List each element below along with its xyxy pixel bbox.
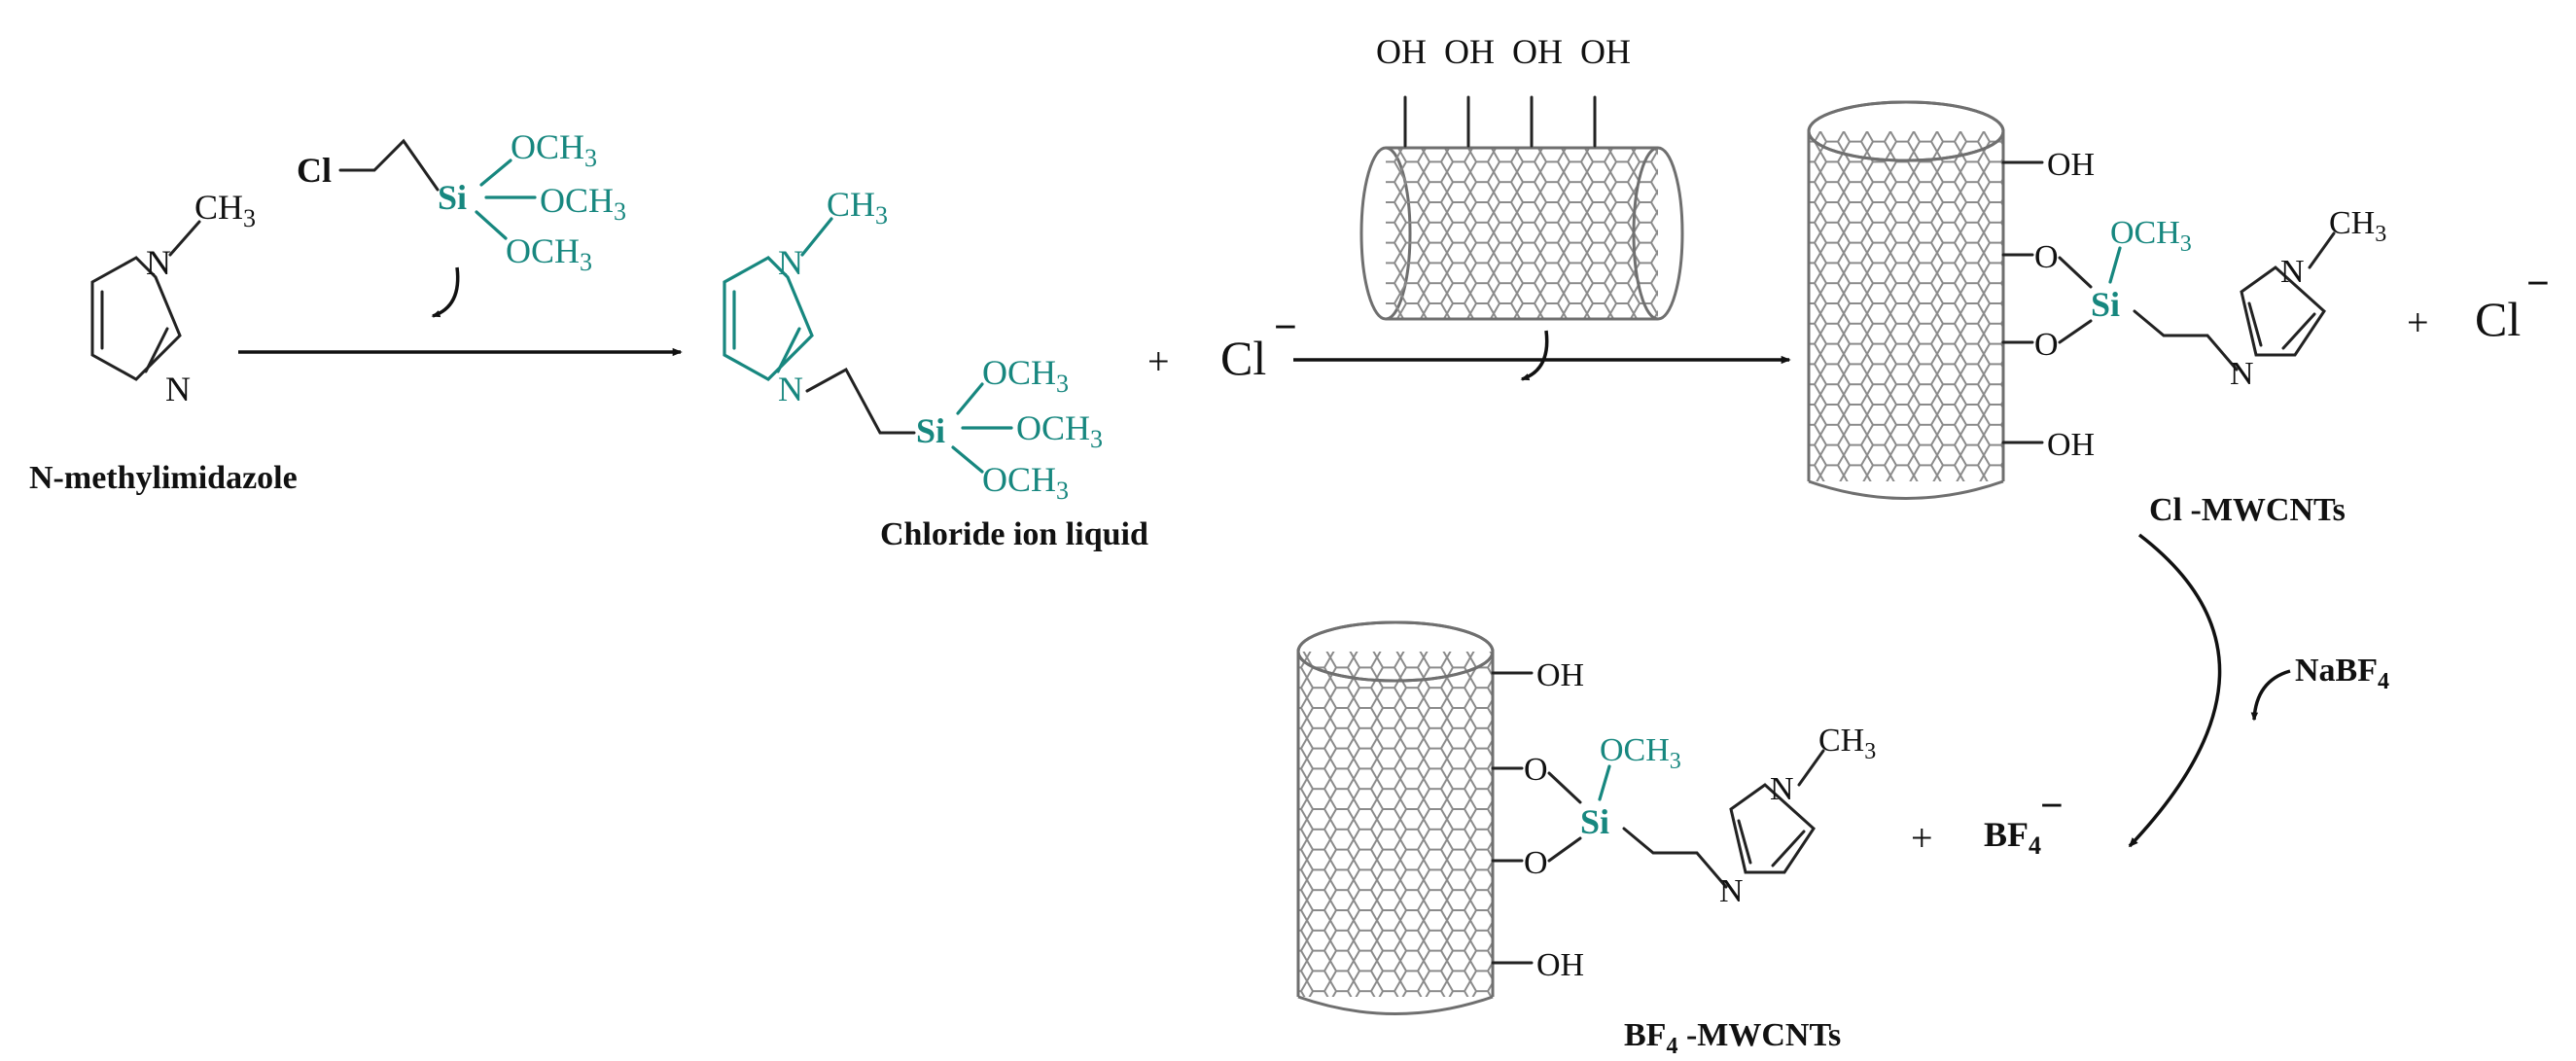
silicon-atom: Si: [438, 178, 467, 217]
hydroxyl-1: OH: [1376, 32, 1427, 71]
methoxy-top: OCH3: [982, 353, 1069, 398]
n1-atom: N: [2280, 254, 2305, 290]
n-methylimidazole-label: N-methylimidazole: [29, 460, 298, 496]
tetrafluoroborate-anion: BF4 −: [1984, 784, 2064, 860]
n3-atom: N: [778, 370, 803, 408]
svg-text:BF4: BF4: [1984, 815, 2041, 860]
silicon-atom: Si: [1580, 802, 1609, 841]
oxygen-link-2: O: [2034, 327, 2059, 363]
chloro-atom: Cl: [297, 151, 332, 190]
n-methylimidazole-molecule: N N CH3 N-methylimidazole: [29, 188, 298, 496]
chloride-anion-1: Cl −: [1220, 305, 1297, 385]
n1-atom: N: [1770, 771, 1794, 807]
nabf4-hook-arrow: [2250, 669, 2291, 722]
hydroxyl-top: OH: [1536, 657, 1584, 693]
hydroxyl-bottom: OH: [2047, 427, 2095, 463]
n3-atom: N: [1719, 873, 1744, 909]
methoxy-bottom: OCH3: [506, 231, 592, 276]
svg-text:Cl: Cl: [2475, 292, 2521, 346]
methyl-group: CH3: [194, 188, 256, 232]
cl-mwcnts-label: Cl -MWCNTs: [2149, 492, 2346, 528]
reagent-hook-arrow-2: [1520, 330, 1549, 381]
oxygen-link-1: O: [1524, 752, 1548, 788]
methoxy-top: OCH3: [511, 127, 597, 172]
silicon-atom: Si: [916, 411, 945, 450]
methyl-group: CH3: [827, 185, 888, 230]
hydroxyl-2: OH: [1444, 32, 1495, 71]
methoxy-middle: OCH3: [540, 181, 626, 226]
n1-atom: N: [146, 243, 171, 282]
methyl-group: CH3: [2329, 205, 2386, 247]
hydroxyl-top: OH: [2047, 147, 2095, 183]
plus-sign-1: +: [1147, 339, 1170, 383]
svg-text:−: −: [1274, 305, 1297, 350]
svg-text:−: −: [2040, 784, 2064, 829]
bf4-mwcnts-label: BF4 -MWCNTs: [1624, 1017, 1841, 1059]
plus-sign-3: +: [1911, 816, 1933, 860]
plus-sign-2: +: [2407, 301, 2429, 344]
silicon-atom: Si: [2091, 285, 2120, 324]
svg-text:Cl: Cl: [1220, 331, 1266, 385]
chloride-ion-liquid-molecule: N N CH3 Si OCH3 OCH3 OCH3 Chloride ion l…: [723, 185, 1148, 552]
exchange-arrow: [2128, 533, 2222, 848]
hydroxylated-mwcnt-horizontal: OH OH OH OH: [1359, 32, 1684, 321]
cl-mwcnts-structure: OH O O OH Si OCH3 N N CH3 Cl -MWCNTs: [1807, 100, 2386, 528]
hydroxyl-4: OH: [1580, 32, 1631, 71]
n3-atom: N: [2230, 356, 2254, 392]
hydroxyl-bottom: OH: [1536, 947, 1584, 983]
methoxy-group: OCH3: [2110, 215, 2192, 257]
n1-atom: N: [778, 243, 803, 282]
methyl-group: CH3: [1818, 723, 1876, 764]
chloride-ion-liquid-label: Chloride ion liquid: [880, 516, 1148, 552]
bf4-mwcnts-structure: OH O O OH Si OCH3 N N CH3 BF4 -MWCNTs: [1296, 620, 1876, 1059]
n3-atom: N: [165, 370, 191, 408]
methoxy-group: OCH3: [1600, 732, 1681, 774]
nabf4-reagent: NaBF4: [2295, 653, 2389, 694]
svg-text:−: −: [2526, 262, 2550, 306]
methoxy-middle: OCH3: [1016, 408, 1103, 453]
chloride-anion-2: Cl −: [2475, 262, 2550, 346]
reagent-hook-arrow-1: [431, 266, 460, 318]
hydroxyl-3: OH: [1512, 32, 1563, 71]
methoxy-bottom: OCH3: [982, 460, 1069, 505]
oxygen-link-1: O: [2034, 239, 2059, 275]
silane-reagent: Cl Si OCH3 OCH3 OCH3: [297, 127, 626, 276]
oxygen-link-2: O: [1524, 845, 1548, 881]
